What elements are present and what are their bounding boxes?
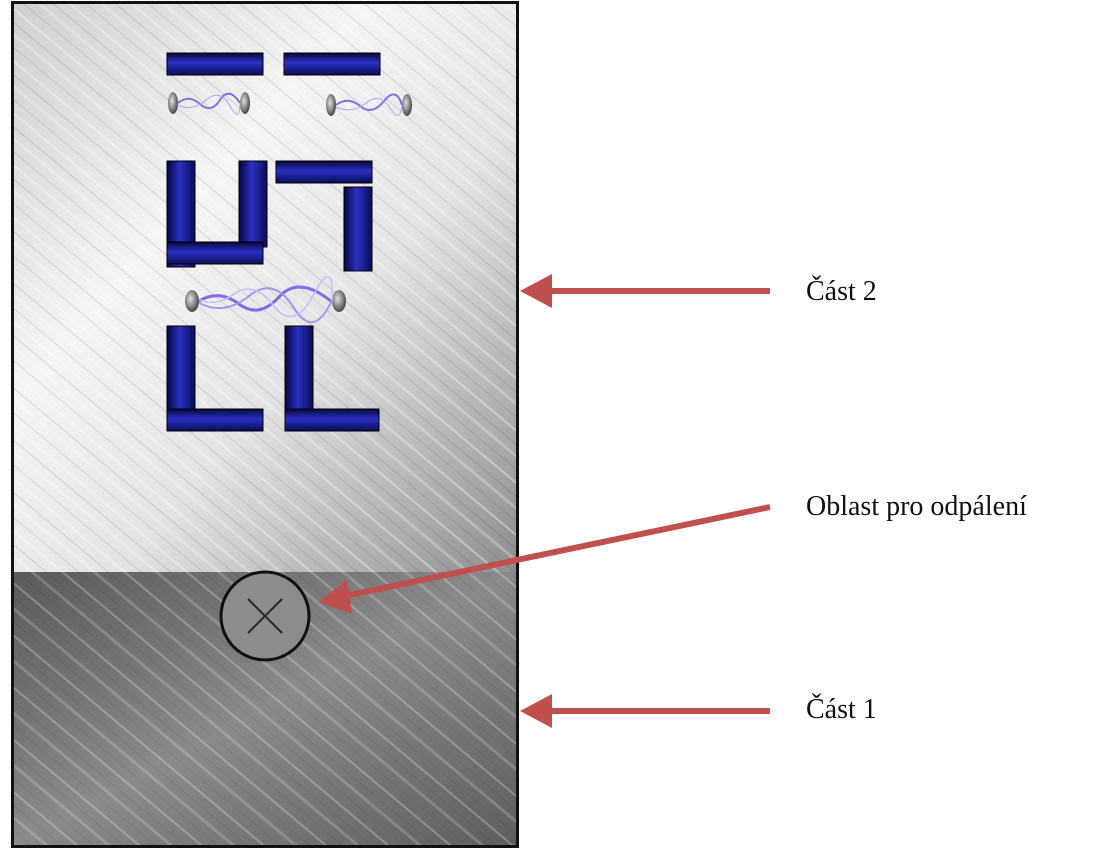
wall-bottom-left-horizontal [166,408,264,432]
wall-bottom-right-vertical [284,325,314,419]
wall-top-left [166,52,264,76]
wall-mid-right-vertical [343,186,373,272]
wall-mid-center-vertical [238,160,268,248]
launch-button[interactable] [219,570,311,662]
game-screen [11,1,519,848]
wall-mid-bottom-horizontal [166,241,264,265]
laser-gate-top-left [168,92,250,115]
label-launch-area: Oblast pro odpálení [806,491,1027,522]
wall-mid-top-horizontal [275,160,373,184]
close-x-icon [247,598,283,634]
wall-bottom-left-vertical [166,325,196,419]
label-part-1: Část 1 [806,694,877,725]
arrow-part-1 [520,694,770,728]
laser-gate-top-right [326,93,412,116]
label-part-2: Část 2 [806,276,877,307]
wall-bottom-right-horizontal [284,408,380,432]
laser-gate-middle [185,275,346,324]
wall-top-right [283,52,381,76]
arrow-part-2 [520,274,770,308]
